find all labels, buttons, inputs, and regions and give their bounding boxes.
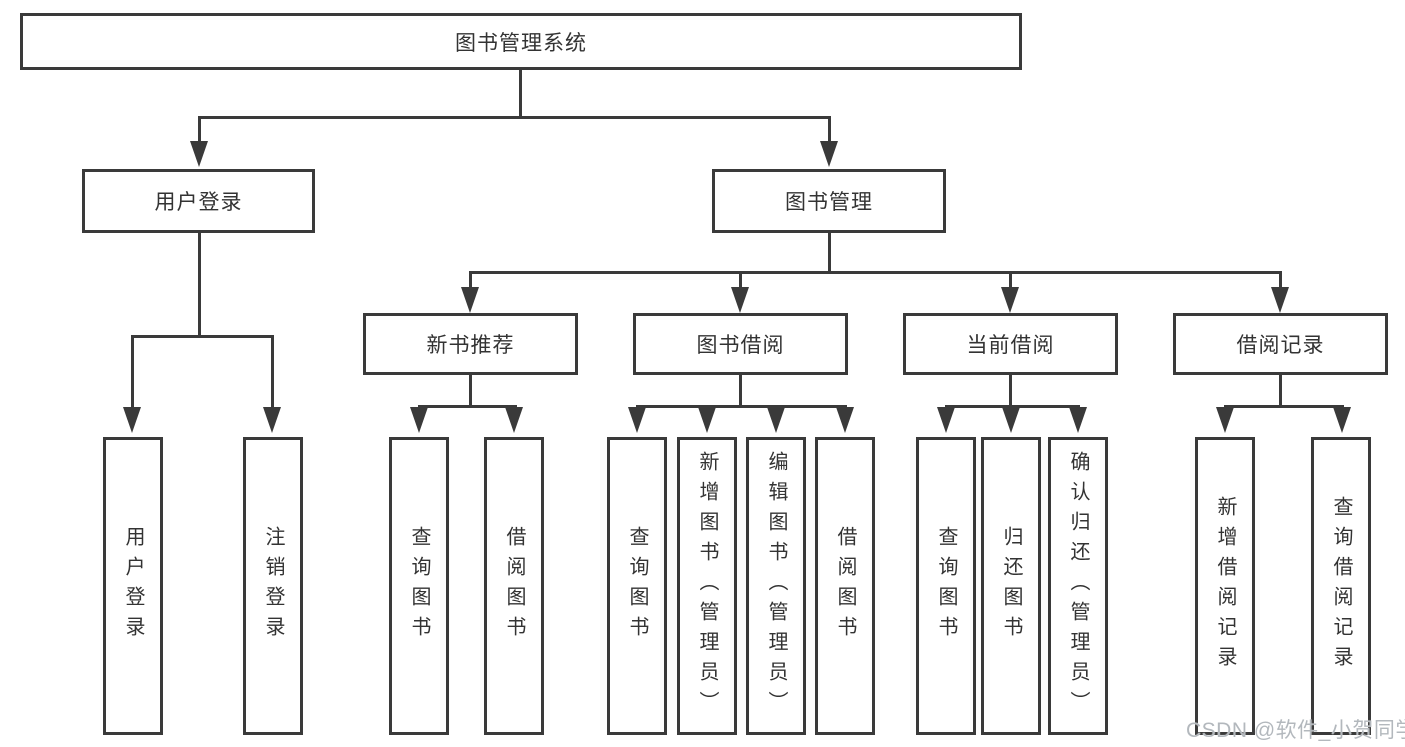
edge-new-book-branch	[418, 405, 517, 408]
node-br-add-record: 新增借阅记录	[1195, 437, 1255, 735]
edge-new-book-stem	[469, 375, 472, 407]
node-cb-confirm-return: 确认归还（管理员）	[1048, 437, 1108, 735]
arrow-down-icon	[937, 407, 955, 433]
edge-root-branch	[198, 116, 831, 119]
edge-borrowing-records-branch	[1224, 405, 1343, 408]
node-book-management: 图书管理	[712, 169, 946, 233]
node-bb-add-books: 新增图书（管理员）	[677, 437, 737, 735]
arrow-down-icon	[698, 407, 716, 433]
node-nb-borrow-books: 借阅图书	[484, 437, 544, 735]
node-user-login: 用户登录	[82, 169, 315, 233]
edge-book-borrowing-branch	[636, 405, 847, 408]
node-new-book-recommend: 新书推荐	[363, 313, 578, 375]
arrow-down-icon	[190, 141, 208, 167]
edge-book-management-stem	[828, 233, 831, 274]
node-bb-borrow-label: 借阅图书	[834, 526, 856, 646]
arrow-down-icon	[731, 287, 749, 313]
arrow-down-icon	[1216, 407, 1234, 433]
arrow-down-icon	[123, 407, 141, 433]
edge-borrowing-records-stem	[1279, 375, 1282, 407]
arrow-down-icon	[820, 141, 838, 167]
node-bb-query-books: 查询图书	[607, 437, 667, 735]
node-nb-borrow-label: 借阅图书	[503, 526, 525, 646]
node-login-label: 用户登录	[122, 526, 144, 646]
node-login: 用户登录	[103, 437, 163, 735]
watermark: CSDN @软件_小贺同学	[1186, 719, 1405, 742]
arrow-down-icon	[628, 407, 646, 433]
node-bb-query-label: 查询图书	[626, 526, 648, 646]
arrow-down-icon	[1333, 407, 1351, 433]
node-book-borrowing: 图书借阅	[633, 313, 848, 375]
edge-drop-user-login	[198, 116, 201, 145]
edge-book-management-branch	[469, 271, 1282, 274]
edge-drop-login	[131, 335, 134, 411]
arrow-down-icon	[410, 407, 428, 433]
edge-user-login-branch	[131, 335, 274, 338]
arrow-down-icon	[836, 407, 854, 433]
node-root: 图书管理系统	[20, 13, 1022, 70]
arrow-down-icon	[1002, 407, 1020, 433]
node-br-add-label: 新增借阅记录	[1214, 496, 1236, 676]
node-cb-query-books: 查询图书	[916, 437, 976, 735]
node-current-borrowing: 当前借阅	[903, 313, 1118, 375]
arrow-down-icon	[505, 407, 523, 433]
node-cb-return-label: 归还图书	[1000, 526, 1022, 646]
edge-book-borrowing-stem	[739, 375, 742, 407]
arrow-down-icon	[1069, 407, 1087, 433]
node-cb-confirm-label: 确认归还（管理员）	[1067, 451, 1089, 721]
edge-drop-book-borrowing	[739, 271, 742, 289]
node-bb-edit-label: 编辑图书（管理员）	[765, 451, 787, 721]
edge-drop-borrowing-records	[1279, 271, 1282, 289]
node-logout: 注销登录	[243, 437, 303, 735]
arrow-down-icon	[461, 287, 479, 313]
edge-drop-new-book	[469, 271, 472, 289]
edge-drop-current-borrowing	[1009, 271, 1012, 289]
node-cb-return-books: 归还图书	[981, 437, 1041, 735]
node-nb-query-books: 查询图书	[389, 437, 449, 735]
node-bb-borrow-books: 借阅图书	[815, 437, 875, 735]
node-br-query-label: 查询借阅记录	[1330, 496, 1352, 676]
edge-root-stem	[519, 70, 522, 119]
arrow-down-icon	[767, 407, 785, 433]
arrow-down-icon	[263, 407, 281, 433]
arrow-down-icon	[1001, 287, 1019, 313]
node-br-query-record: 查询借阅记录	[1311, 437, 1371, 735]
node-logout-label: 注销登录	[262, 526, 284, 646]
node-cb-query-label: 查询图书	[935, 526, 957, 646]
edge-drop-logout	[271, 335, 274, 411]
edge-user-login-stem	[198, 233, 201, 337]
node-borrowing-records: 借阅记录	[1173, 313, 1388, 375]
edge-current-borrowing-stem	[1009, 375, 1012, 407]
node-bb-add-label: 新增图书（管理员）	[696, 451, 718, 721]
node-nb-query-label: 查询图书	[408, 526, 430, 646]
arrow-down-icon	[1271, 287, 1289, 313]
edge-drop-book-management	[828, 116, 831, 145]
node-bb-edit-books: 编辑图书（管理员）	[746, 437, 806, 735]
